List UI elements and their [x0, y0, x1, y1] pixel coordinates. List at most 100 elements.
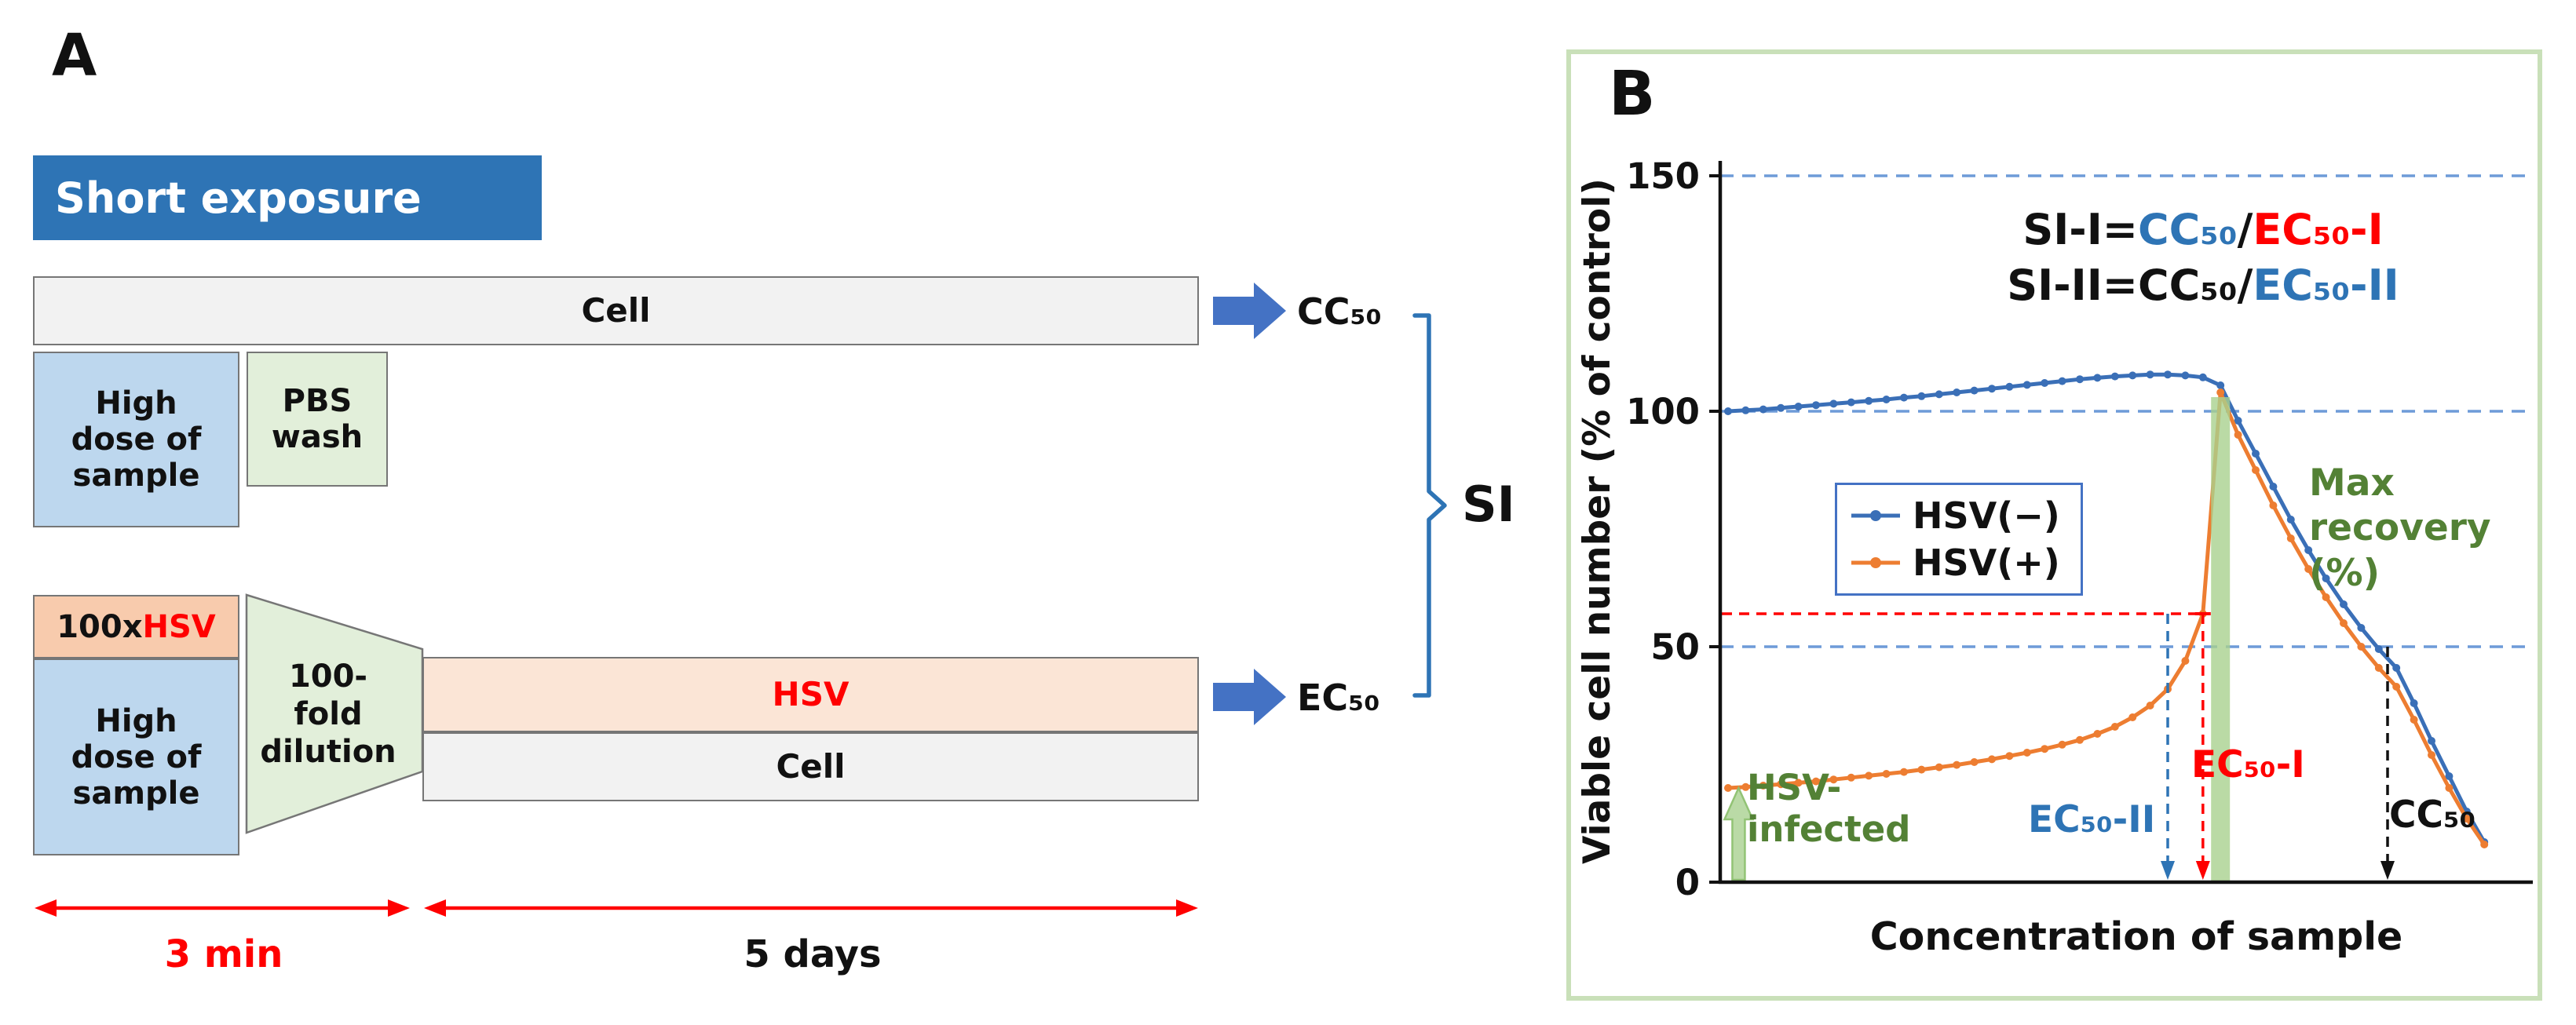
data-point [2146, 702, 2154, 709]
data-point [1777, 403, 1785, 412]
si2-cc50: CC₅₀ [2138, 261, 2238, 311]
data-point [2286, 516, 2295, 523]
data-point [1970, 758, 1979, 766]
data-point [2374, 664, 2383, 672]
data-point [2093, 374, 2102, 382]
hsv-infected-arrow [1723, 785, 1755, 881]
data-point [2462, 815, 2471, 823]
data-point [2005, 752, 2014, 761]
max-recovery-label: Max recovery (%) [2309, 461, 2491, 595]
cc50-arrow-icon [1213, 283, 1286, 339]
si-formula-line1: SI-I=CC₅₀/EC₅₀-I [1877, 202, 2529, 257]
chart-legend: HSV(−) HSV(+) [1835, 483, 2083, 596]
short-exposure-banner: Short exposure [33, 155, 542, 240]
ec50-arrow-icon [1213, 669, 1286, 725]
data-point [2198, 373, 2207, 381]
data-point [2252, 466, 2260, 474]
si-label: SI [1462, 476, 1515, 533]
data-point [2076, 375, 2084, 384]
data-point [2128, 713, 2137, 721]
si2-ec50: EC₅₀-II [2253, 261, 2399, 311]
cc50-arrowhead-icon [2381, 861, 2395, 880]
data-point [1847, 398, 1855, 407]
si1-cc50: CC₅₀ [2138, 205, 2238, 254]
data-point [2304, 546, 2313, 554]
pbs-wash-box: PBS wash [247, 352, 388, 487]
data-point [1759, 782, 1767, 790]
data-point [1882, 396, 1891, 403]
data-point [2428, 751, 2435, 759]
data-point [2234, 431, 2242, 439]
data-point [2410, 716, 2418, 724]
data-point [2269, 483, 2278, 491]
data-point [2428, 737, 2435, 745]
si1-prefix: SI-I= [2022, 205, 2139, 254]
data-point [1724, 784, 1732, 792]
data-point [2340, 619, 2348, 627]
duration-arrow-long [424, 899, 1198, 917]
data-point [2110, 723, 2119, 731]
data-point [2410, 699, 2418, 707]
x-axis-label: Concentration of sample [1869, 914, 2403, 959]
legend-label-hsv-pos: HSV(+) [1913, 542, 2060, 584]
data-point [1988, 755, 1996, 764]
si-formula-block: SI-I=CC₅₀/EC₅₀-I SI-II=CC₅₀/EC₅₀-II [1877, 202, 2529, 314]
hsv-infected-label: HSV- infected [1747, 767, 1911, 851]
data-point [1917, 392, 1926, 400]
data-point [1917, 765, 1926, 774]
data-point [1829, 775, 1838, 784]
data-point [1724, 407, 1732, 415]
data-point [1812, 777, 1820, 786]
data-point [2181, 371, 2190, 380]
data-point [2022, 381, 2031, 389]
data-point [1741, 782, 1750, 791]
data-point [1953, 388, 1961, 396]
si2-prefix: SI-II= [2007, 261, 2139, 311]
data-point [2286, 534, 2295, 542]
y-tick-label: 50 [1650, 626, 1700, 668]
data-point [1794, 779, 1803, 787]
si-bracket [1412, 313, 1447, 698]
si2-slash: / [2237, 261, 2253, 311]
dilution-funnel-label: 100- fold dilution [260, 658, 396, 770]
data-point [1953, 761, 1961, 769]
legend-marker-hsv-pos-icon [1851, 557, 1900, 568]
data-point [1988, 385, 1996, 393]
hsv-100x-virus: HSV [142, 608, 216, 645]
data-point [1759, 405, 1767, 414]
data-point [2110, 372, 2119, 381]
data-point [1865, 771, 1873, 780]
data-point [2340, 600, 2348, 608]
si1-ec50: EC₅₀-I [2253, 205, 2384, 254]
cc50-annotation-label: CC₅₀ [2389, 793, 2476, 837]
y-tick-label: 100 [1626, 391, 1700, 432]
data-point [2322, 593, 2330, 601]
hsv-bar: HSV [422, 657, 1199, 732]
high-dose-box-bottom: High dose of sample [33, 658, 239, 855]
short-exposure-banner-label: Short exposure [55, 173, 422, 223]
legend-item-hsv-neg: HSV(−) [1850, 494, 2060, 537]
ec50-result-label: EC₅₀ [1297, 677, 1380, 719]
data-point [2357, 643, 2366, 651]
cell-bar-bottom: Cell [422, 732, 1199, 801]
data-point [1970, 386, 1979, 395]
data-point [1847, 773, 1855, 782]
data-point [1794, 403, 1803, 410]
hsv-100x-prefix: 100x [57, 608, 143, 645]
data-point [2322, 575, 2330, 582]
data-point [2234, 417, 2242, 425]
data-point [2058, 377, 2066, 385]
data-point [2269, 502, 2278, 509]
data-point [1741, 406, 1750, 414]
data-point [2216, 381, 2225, 389]
data-point [2216, 388, 2225, 396]
time-5days-label: 5 days [744, 932, 882, 976]
data-point [2480, 841, 2489, 848]
data-point [1900, 768, 1908, 776]
data-point [2128, 371, 2137, 380]
y-tick-label: 0 [1675, 862, 1700, 903]
ec50-i-annotation-label: EC₅₀-I [2191, 743, 2305, 786]
data-point [2304, 565, 2313, 573]
